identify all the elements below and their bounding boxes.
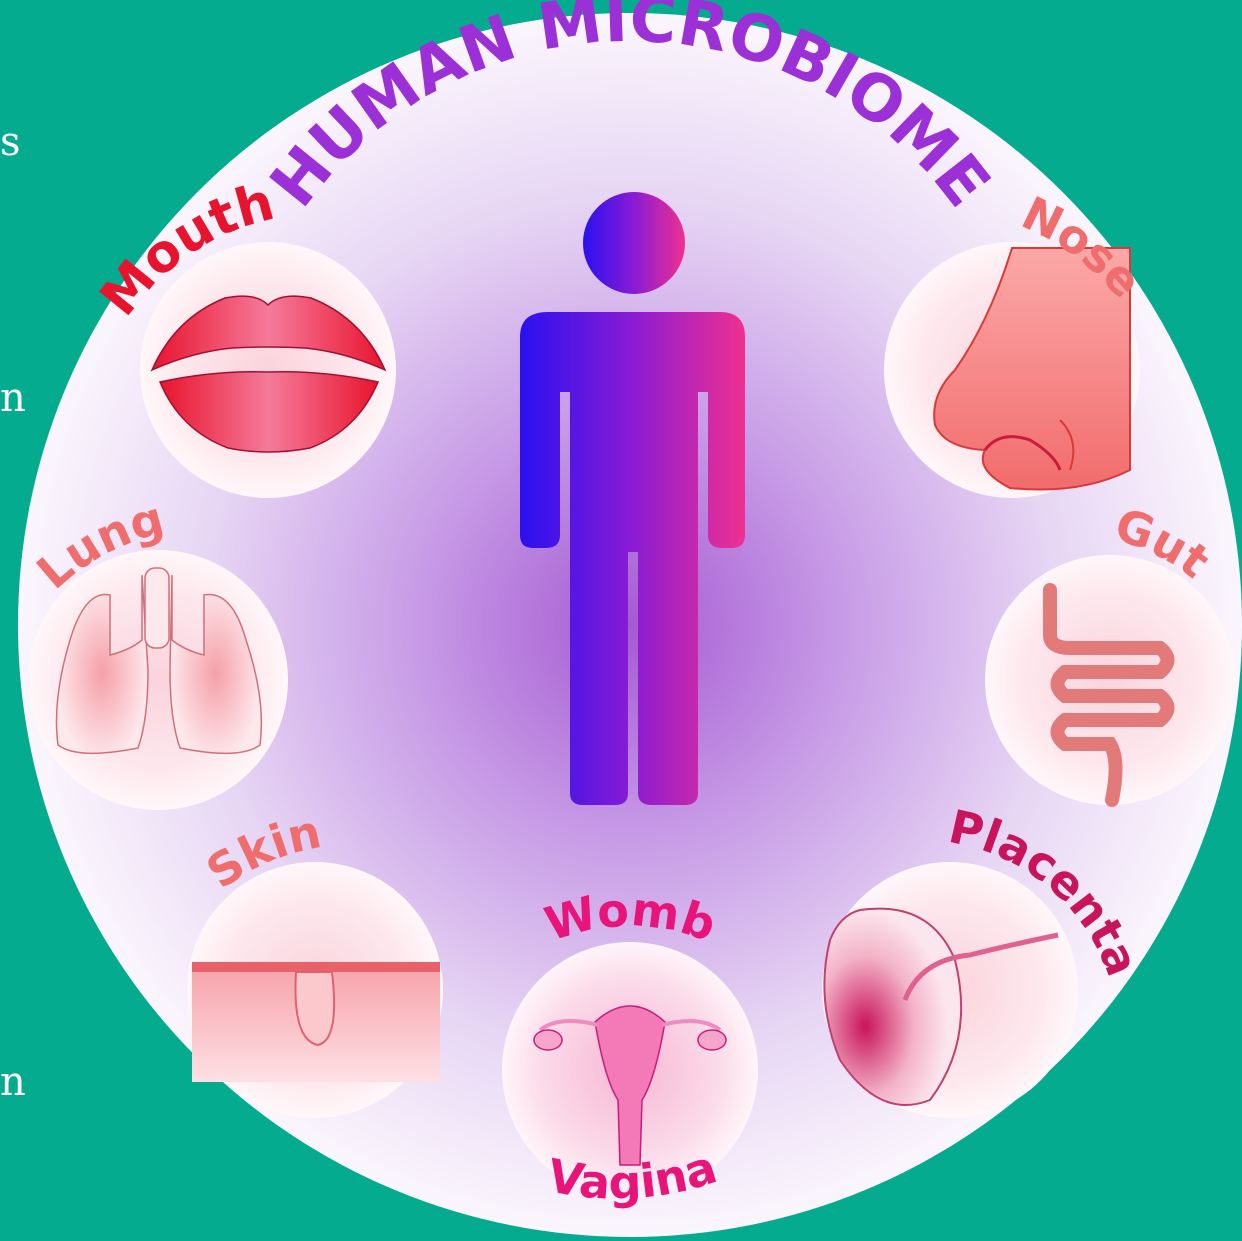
skin-follicle-icon: [192, 962, 440, 1082]
mouth-bubble: [140, 242, 396, 498]
